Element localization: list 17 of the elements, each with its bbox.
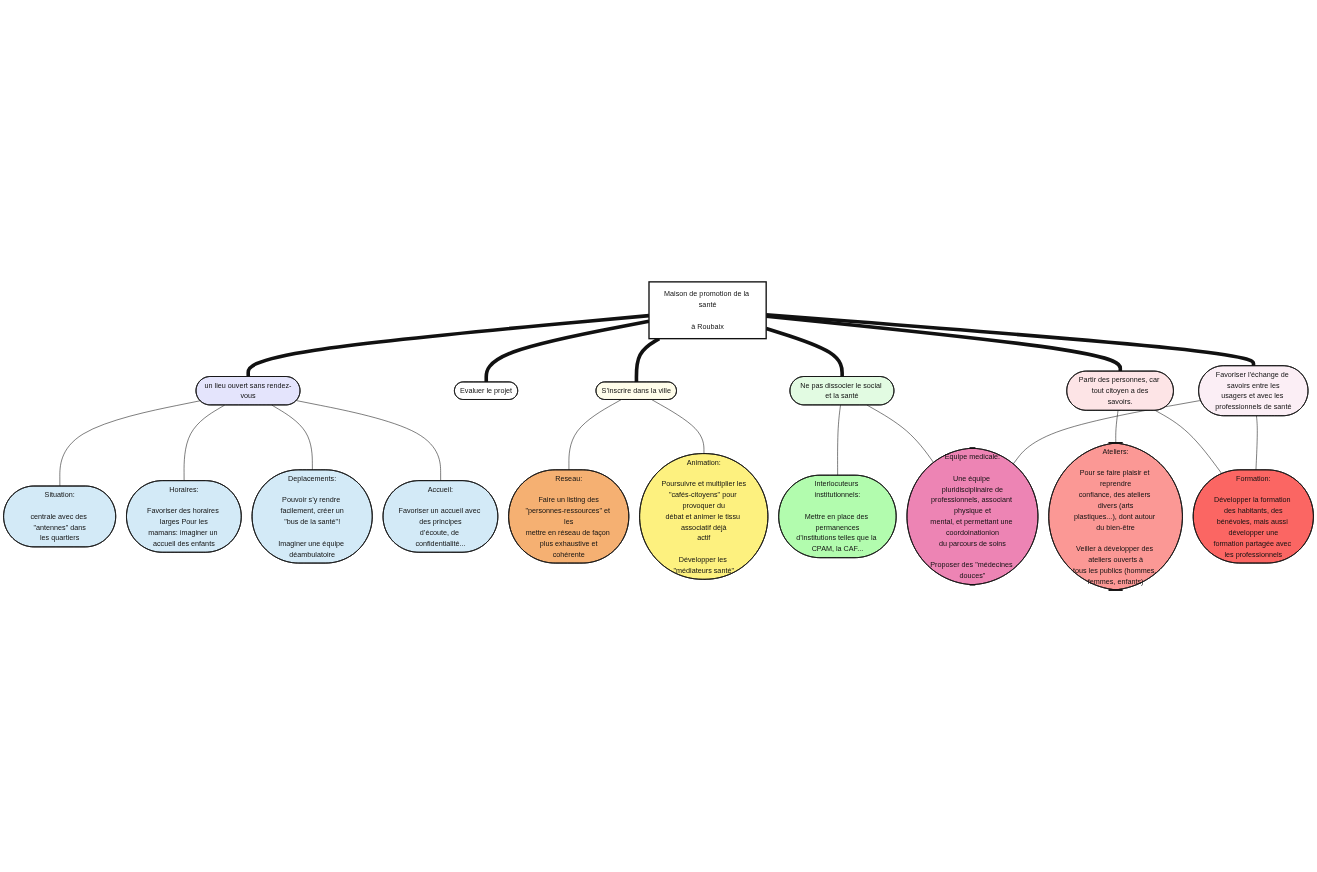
connector <box>634 337 661 383</box>
connector <box>59 400 201 487</box>
connector <box>651 399 705 455</box>
connector <box>1115 410 1119 444</box>
connector <box>766 312 1256 367</box>
connector <box>271 404 313 471</box>
connector <box>1155 410 1223 474</box>
connector <box>568 399 622 471</box>
connector <box>1012 400 1201 465</box>
connector <box>766 314 1123 372</box>
connector <box>183 404 225 482</box>
connector <box>866 404 934 463</box>
connector <box>837 404 841 476</box>
connector <box>246 313 650 377</box>
connector <box>296 400 441 482</box>
connector <box>1255 415 1258 471</box>
connector <box>484 319 650 383</box>
